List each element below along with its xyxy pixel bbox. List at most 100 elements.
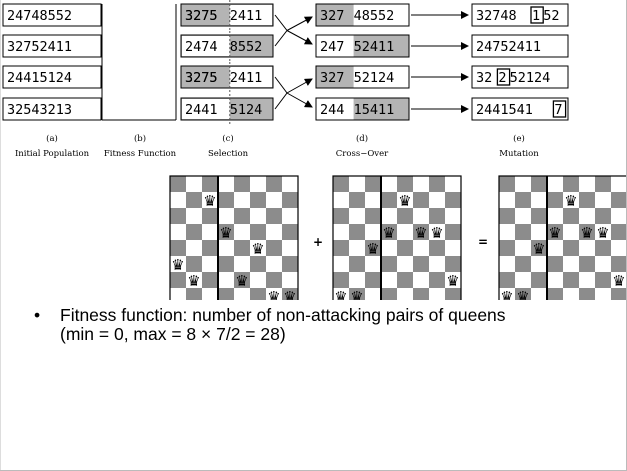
slide-border-left [0,0,1,471]
board-square [282,240,298,256]
mutation-box [471,97,569,121]
board-square [266,224,282,240]
selection-box [180,97,274,121]
board-square [381,208,397,224]
board-square [579,272,595,288]
board-square [170,208,186,224]
board-square [170,256,186,272]
board-square [579,288,595,300]
selection-left-genes: 3275 [185,70,218,86]
board-square [333,256,349,272]
board-square [445,272,461,288]
board-square [499,208,515,224]
board-square [218,240,234,256]
board-square [445,176,461,192]
crossover-right-genes: 48552 [354,8,395,24]
board-square [413,288,429,300]
population-string: 24748552 [7,8,72,24]
board-square [413,224,429,240]
board-square [202,272,218,288]
board-square [266,240,282,256]
selection-left-genes: 3275 [185,8,218,24]
board-square [381,256,397,272]
board-square [611,176,627,192]
mutated-gene: 7 [554,102,562,118]
caption-letter: (b) [134,133,146,144]
board-square [611,208,627,224]
board-square [333,240,349,256]
board-square [333,272,349,288]
queen-icon: ♛ [187,272,200,290]
board-square [266,272,282,288]
board-square [499,256,515,272]
crossover-box [315,34,410,58]
board-square [349,256,365,272]
crossover-box [315,3,410,27]
board-square [381,272,397,288]
board-square [547,192,563,208]
board-square [429,192,445,208]
selection-left-genes: 3275 [185,8,218,24]
crossover-left-genes: 327 [320,70,344,86]
queen-icon: ♛ [203,192,216,210]
board-square [365,256,381,272]
board-square [563,192,579,208]
mutation-genes-before: 2441541 [476,102,533,118]
board-square [595,272,611,288]
board-square [547,224,563,240]
board-square [234,288,250,300]
board-square [595,176,611,192]
board-square [170,176,186,192]
board-square [186,288,202,300]
board-square [445,208,461,224]
queen-icon: ♛ [532,240,545,258]
selection-unshaded [182,99,230,119]
queen-icon: ♛ [414,224,427,242]
board-square [429,240,445,256]
board-square [547,288,563,300]
board-square [611,224,627,240]
board-square [445,240,461,256]
board-square [170,192,186,208]
board-square [218,288,234,300]
board-square [413,256,429,272]
selection-unshaded [182,36,230,56]
board-square [349,224,365,240]
board-square [397,192,413,208]
board-square [202,208,218,224]
caption-letter: (a) [46,133,58,144]
queen-icon: ♛ [398,192,411,210]
board-square [202,256,218,272]
queen-icon: ♛ [366,240,379,258]
board-square [365,176,381,192]
queen-icon: ♛ [500,288,513,300]
board-square [234,176,250,192]
board-square [250,272,266,288]
board-square [397,256,413,272]
board-square [333,176,349,192]
board-square [250,208,266,224]
board-square [515,224,531,240]
board-square [266,176,282,192]
board-square [234,224,250,240]
board-square [365,192,381,208]
population-string: 32543213 [7,102,72,118]
board-square [563,288,579,300]
caption-label: Selection [208,149,249,159]
board-square [381,224,397,240]
board-square [547,256,563,272]
board-square [429,256,445,272]
board-square [445,256,461,272]
board-square [595,240,611,256]
crossover-shade [353,35,409,57]
board-square [333,224,349,240]
board-square [218,272,234,288]
population-box [2,97,102,121]
board-square [266,288,282,300]
board-square [282,288,298,300]
board-square [250,256,266,272]
board-square [515,256,531,272]
board-square [266,192,282,208]
crossover-right-genes: 52124 [354,70,395,86]
